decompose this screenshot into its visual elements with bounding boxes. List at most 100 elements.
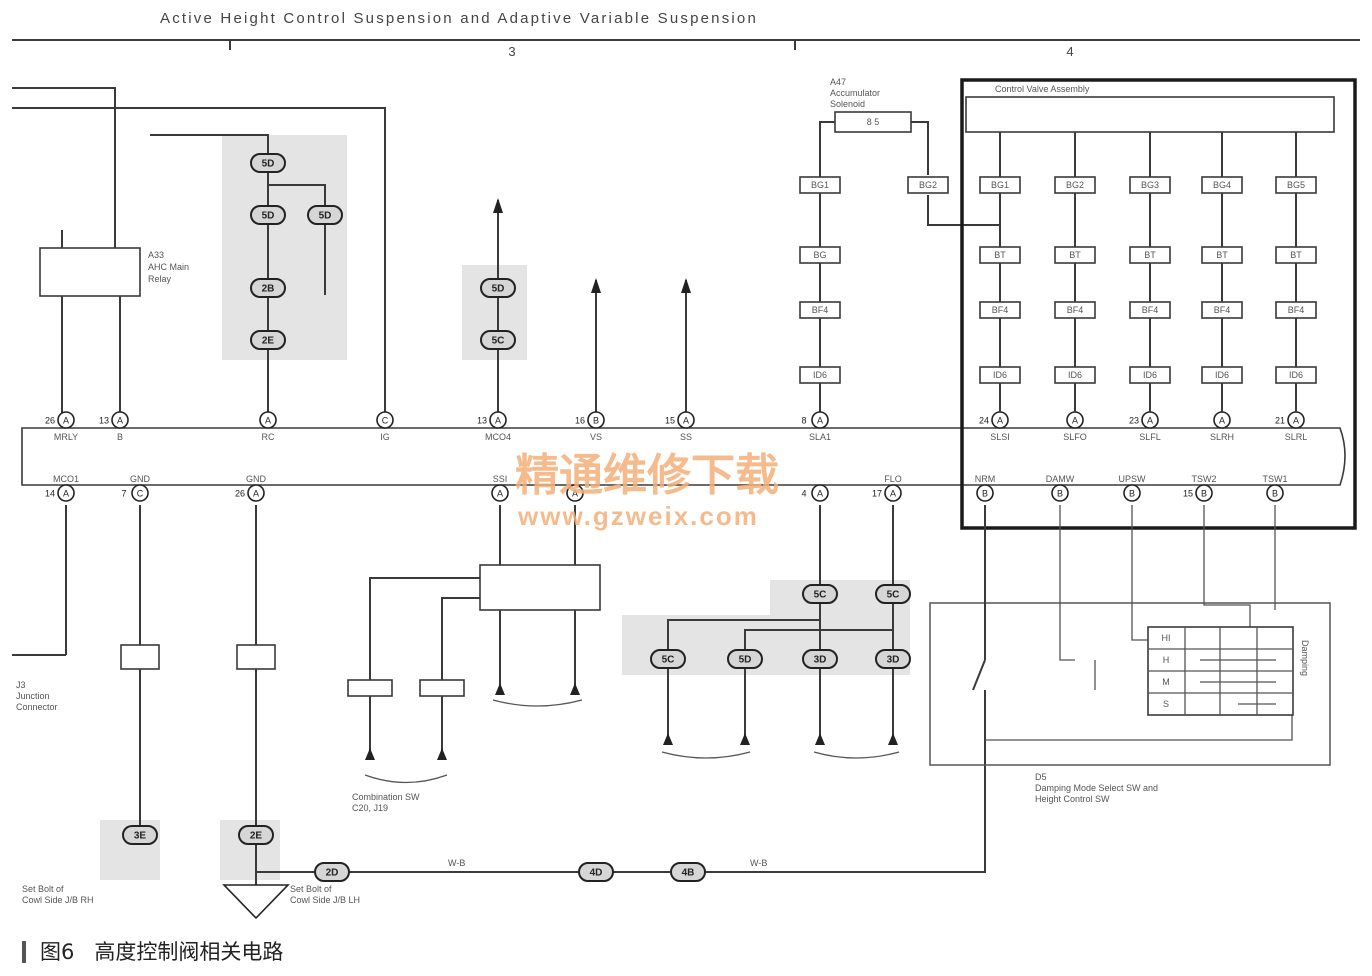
pin-signal-name: SSI bbox=[493, 474, 508, 484]
wire bbox=[150, 134, 269, 160]
pin-connector-letter: A bbox=[495, 415, 501, 425]
wire bbox=[744, 629, 893, 650]
wire bbox=[441, 597, 480, 680]
main-relay-box bbox=[39, 247, 141, 297]
switch-tab: Damping bbox=[1300, 640, 1310, 676]
pin-connector-letter: A bbox=[1072, 415, 1078, 425]
pin-connector-letter: A bbox=[63, 415, 69, 425]
pin-circle bbox=[1266, 484, 1284, 502]
valve-pin-label: BG4 bbox=[1213, 180, 1231, 190]
pin-signal-name: NRM bbox=[975, 474, 996, 484]
junction-left-l1: J3 bbox=[16, 680, 26, 690]
ecu-bottom-pin: B DAMW bbox=[1046, 474, 1075, 502]
pin-circle bbox=[811, 411, 829, 429]
valve-pin-label: BG5 bbox=[1287, 180, 1305, 190]
pin-signal-name: SLFL bbox=[1139, 432, 1161, 442]
connector-label: 5D bbox=[319, 211, 332, 222]
arrow-up-icon bbox=[591, 278, 601, 293]
valve-pin-box bbox=[1054, 366, 1096, 384]
valve-pin: ID6 bbox=[1201, 366, 1243, 384]
connector-label: 5D bbox=[492, 284, 505, 295]
chain-pin: BG bbox=[799, 246, 841, 264]
pin-number: 13 bbox=[477, 415, 487, 425]
pin-number: 24 bbox=[979, 415, 989, 425]
connector-label: 2E bbox=[262, 336, 275, 347]
valve-pin-label: BG3 bbox=[1141, 180, 1159, 190]
inline-connector: 3D bbox=[875, 649, 911, 669]
inline-connector: 5C bbox=[802, 584, 838, 604]
valve-pin-box bbox=[1054, 301, 1096, 319]
pin-signal-name: SLRL bbox=[1285, 432, 1308, 442]
pin-connector-letter: B bbox=[1057, 488, 1063, 498]
arrow-up-icon bbox=[740, 733, 750, 745]
connector-pill bbox=[307, 205, 343, 225]
pin-circle bbox=[376, 411, 394, 429]
pin-signal-name: GND bbox=[130, 474, 151, 484]
chain-pin: ID6 bbox=[799, 366, 841, 384]
arrow-up-icon bbox=[493, 198, 503, 213]
connector-pill bbox=[250, 330, 286, 350]
chain-pin-label: BG1 bbox=[811, 180, 829, 190]
wire bbox=[12, 107, 386, 420]
connector-pill bbox=[250, 153, 286, 173]
valve-pin: BG4 bbox=[1201, 176, 1243, 194]
combination-sw-codes: C20, J19 bbox=[352, 803, 388, 813]
chain-pin-box bbox=[799, 366, 841, 384]
inline-connector: 5C bbox=[480, 330, 516, 350]
inline-connector: 5D bbox=[250, 205, 286, 225]
valve-pin-label: BT bbox=[1069, 250, 1081, 260]
connector-label: 5C bbox=[492, 336, 505, 347]
accumulator-name: Accumulator bbox=[830, 88, 880, 98]
junction-left-l2: Junction bbox=[16, 691, 50, 701]
connector-pill bbox=[650, 649, 686, 669]
valve-pin-label: BF4 bbox=[1214, 305, 1231, 315]
valve-pin-box bbox=[1054, 246, 1096, 264]
inline-connector: 3E bbox=[122, 825, 158, 845]
valve-pin: BG1 bbox=[979, 176, 1021, 194]
pin-signal-name: FLO bbox=[884, 474, 902, 484]
pin-connector-letter: A bbox=[890, 488, 896, 498]
switch-contact bbox=[972, 659, 986, 691]
pin-circle bbox=[131, 484, 149, 502]
pin-connector-letter: A bbox=[1293, 415, 1299, 425]
pin-circle bbox=[811, 484, 829, 502]
connector-label: 4B bbox=[682, 868, 695, 879]
pin-connector-letter: B bbox=[1272, 488, 1278, 498]
arrow-up-icon bbox=[815, 733, 825, 745]
caption-text: 高度控制阀相关电路 bbox=[94, 940, 284, 964]
pin-signal-name: IG bbox=[380, 432, 390, 442]
pin-circle bbox=[884, 484, 902, 502]
switch-row-label: M bbox=[1162, 677, 1170, 687]
pin-connector-letter: A bbox=[253, 488, 259, 498]
switch-row-label: S bbox=[1163, 699, 1169, 709]
wire bbox=[911, 121, 929, 175]
valve-pin-label: BT bbox=[1216, 250, 1228, 260]
wire bbox=[1131, 505, 1148, 641]
inline-connector: 2E bbox=[250, 330, 286, 350]
wire bbox=[369, 577, 480, 680]
control-valve-label: Control Valve Assembly bbox=[995, 84, 1090, 94]
pin-signal-name: SLA1 bbox=[809, 432, 831, 442]
valve-pin: BF4 bbox=[1275, 301, 1317, 319]
valve-pin-label: ID6 bbox=[1068, 370, 1082, 380]
pin-circle bbox=[976, 484, 994, 502]
valve-pin-label: BF4 bbox=[992, 305, 1009, 315]
pin-signal-name: DAMW bbox=[1046, 474, 1075, 484]
wire bbox=[819, 121, 835, 420]
pin-connector-letter: A bbox=[1219, 415, 1225, 425]
connector-pill bbox=[250, 278, 286, 298]
connector-pill bbox=[480, 278, 516, 298]
arrow-up-icon bbox=[681, 278, 691, 293]
valve-pin-label: BT bbox=[1144, 250, 1156, 260]
valve-pin-box bbox=[979, 366, 1021, 384]
pin-signal-name: GND bbox=[246, 474, 267, 484]
